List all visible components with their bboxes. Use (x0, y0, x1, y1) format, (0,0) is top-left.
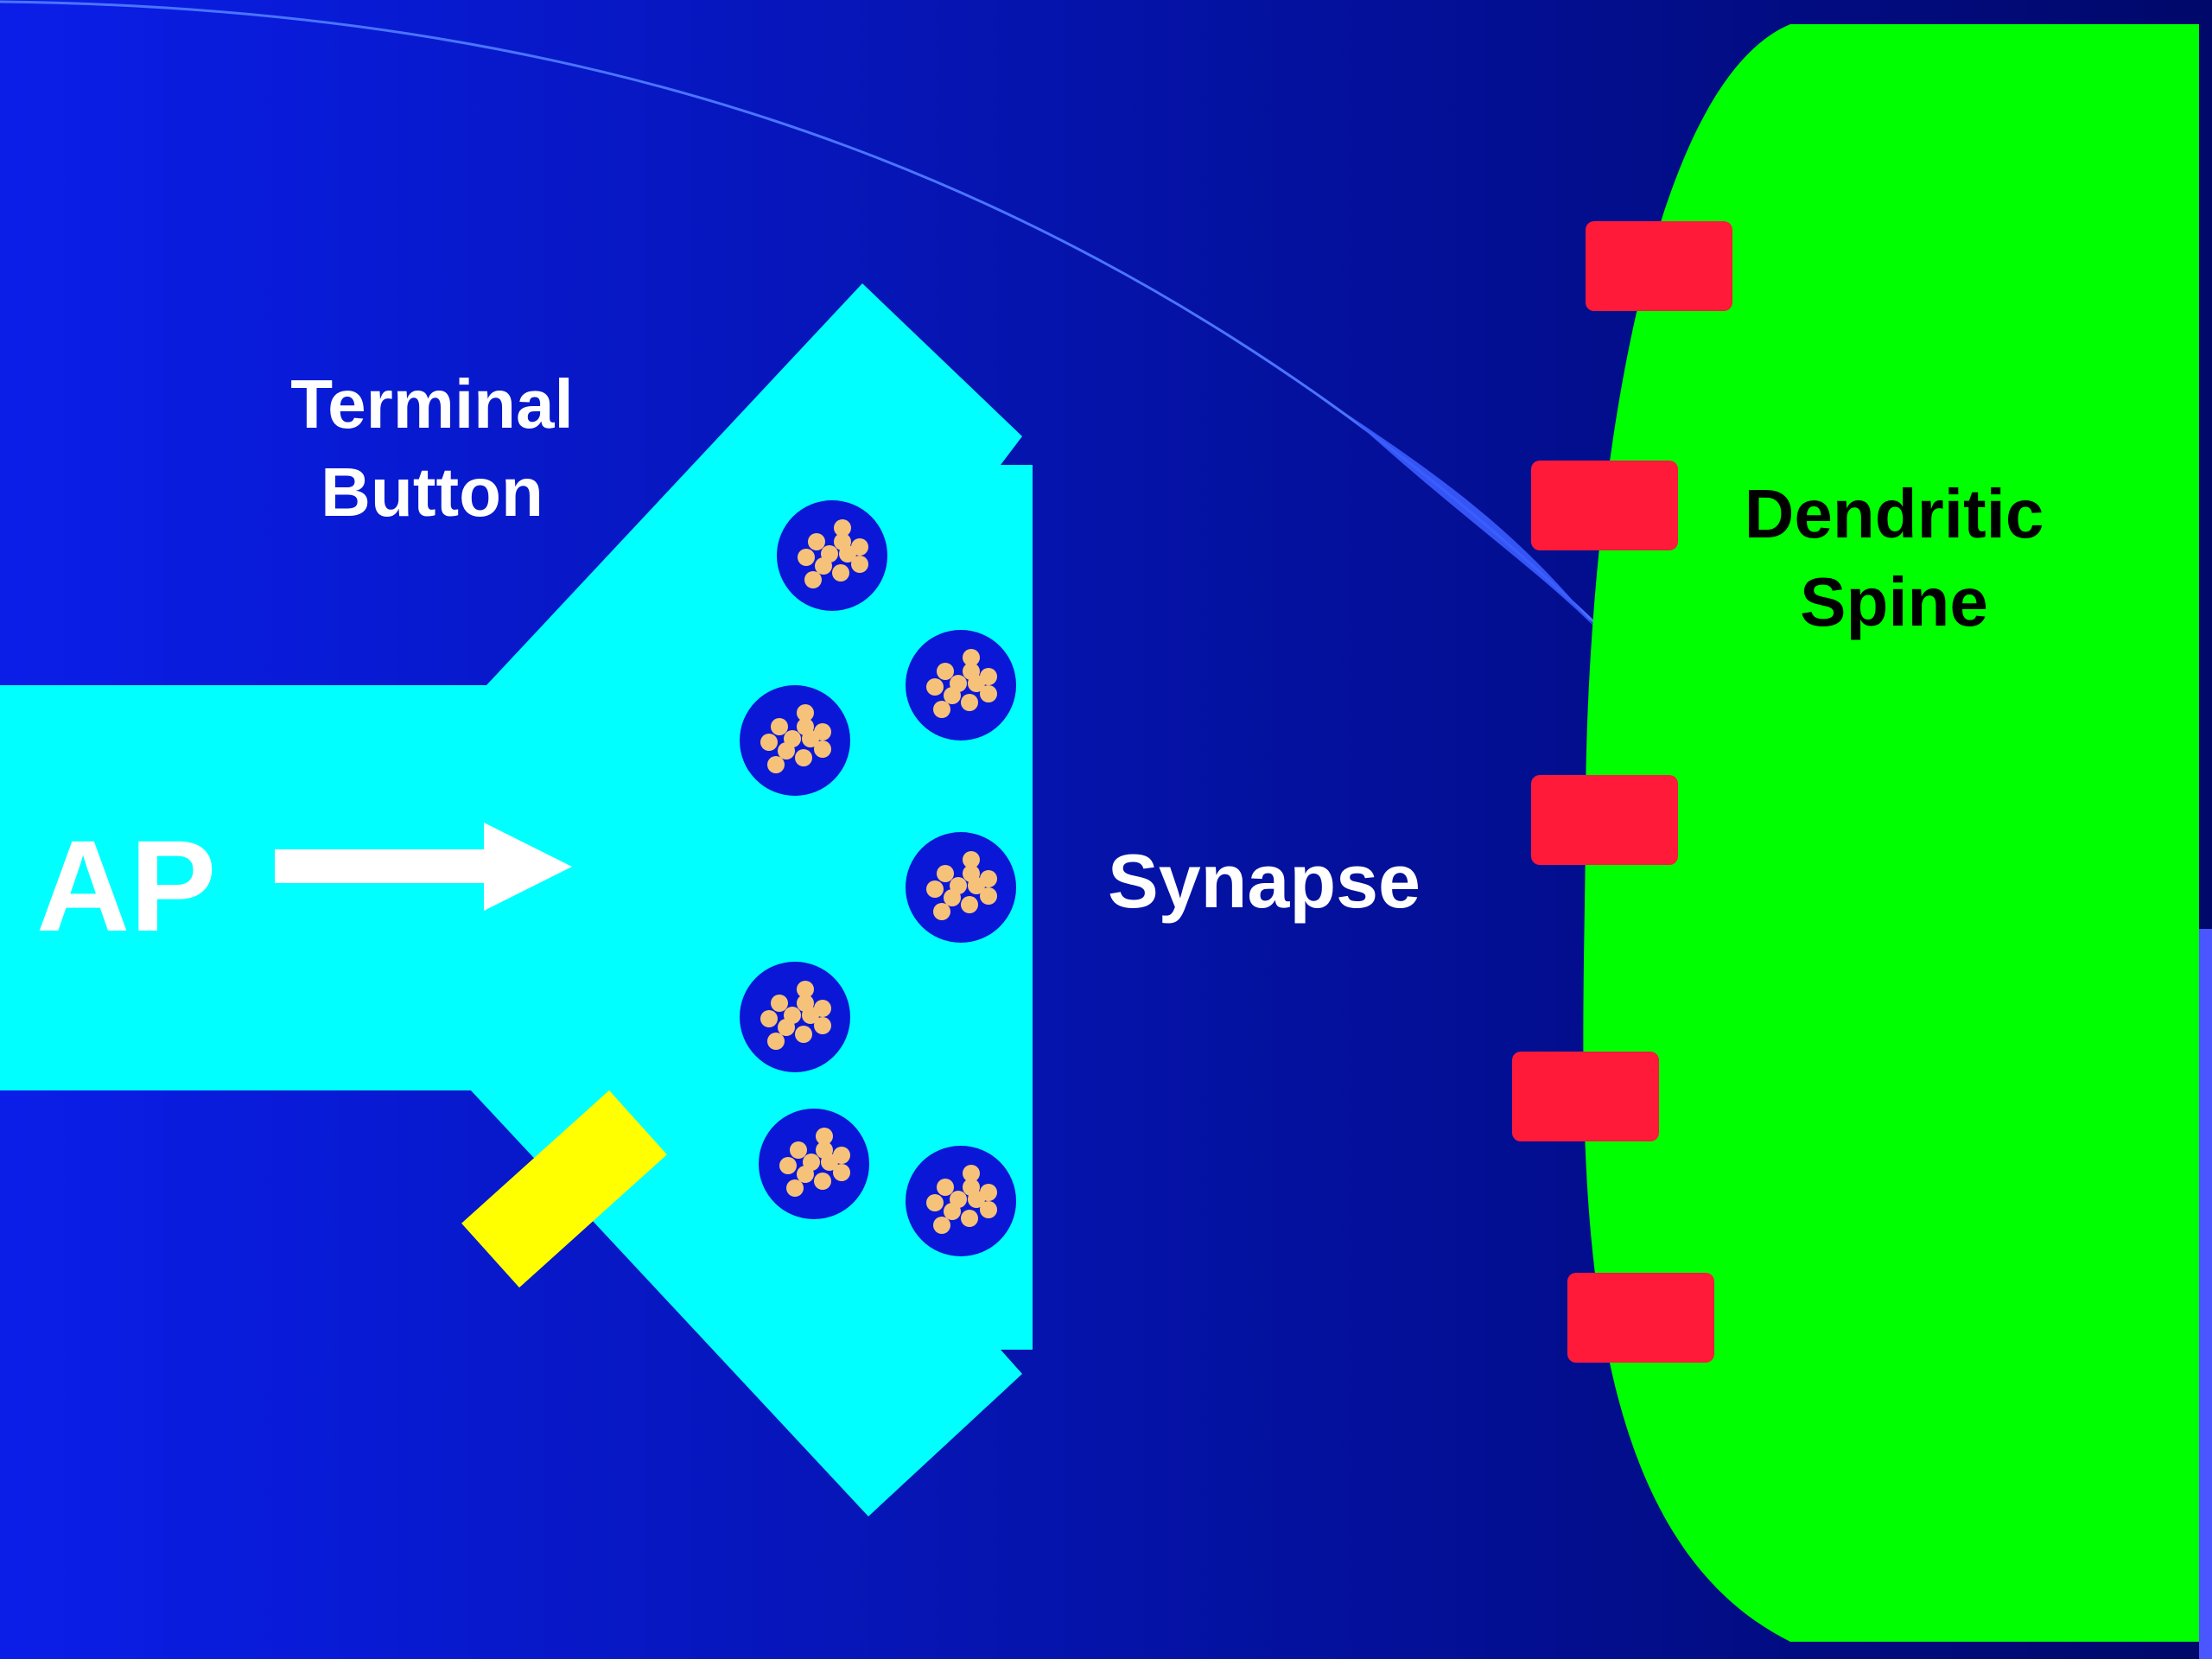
receptor (1567, 1273, 1714, 1363)
neurotransmitter-dot (980, 1201, 997, 1218)
neurotransmitter-dot (808, 533, 825, 550)
neurotransmitter-dot (937, 663, 954, 680)
neurotransmitter-dot (961, 1210, 978, 1227)
vesicle (906, 832, 1016, 943)
neurotransmitter-dot (961, 896, 978, 913)
neurotransmitter-dot (760, 734, 778, 751)
neurotransmitter-dot (760, 1010, 778, 1027)
neurotransmitter-dot (944, 1203, 961, 1220)
terminal-button-label: Terminal Button (259, 370, 605, 527)
neurotransmitter-dot (816, 1128, 833, 1145)
neurotransmitter-dot (963, 851, 980, 868)
terminal-button (0, 283, 1033, 1516)
receptor (1512, 1052, 1659, 1141)
neurotransmitter-dot (802, 730, 819, 747)
neurotransmitter-dot (802, 1007, 819, 1024)
vesicle (740, 685, 850, 796)
neurotransmitter-dot (963, 1165, 980, 1182)
dendritic-spine (1583, 24, 2199, 1642)
terminal-label-line2: Button (321, 454, 543, 531)
neurotransmitter-dot (814, 741, 831, 758)
neurotransmitter-dot (821, 1154, 838, 1171)
neurotransmitter-dot (778, 1019, 795, 1036)
vesicle (759, 1109, 869, 1219)
neurotransmitter-dot (980, 887, 997, 905)
dendritic-label-line1: Dendritic (1744, 475, 2044, 552)
vesicle (777, 500, 887, 611)
neurotransmitter-dot (944, 687, 961, 704)
neurotransmitter-dot (968, 877, 985, 894)
neurotransmitter-dot (963, 649, 980, 666)
neurotransmitter-dot (926, 678, 944, 696)
neurotransmitter-dot (851, 556, 868, 573)
neurotransmitter-dot (968, 675, 985, 692)
neurotransmitter-dot (832, 564, 849, 582)
neurotransmitter-dot (797, 1166, 814, 1183)
neurotransmitter-dot (937, 1179, 954, 1196)
dendritic-label-line2: Spine (1800, 563, 1988, 640)
neurotransmitter-dot (815, 557, 832, 575)
neurotransmitter-dot (771, 718, 788, 735)
neurotransmitter-dot (961, 694, 978, 711)
neurotransmitter-dot (786, 1179, 804, 1197)
neurotransmitter-dot (980, 685, 997, 702)
neurotransmitter-dot (926, 880, 944, 898)
neurotransmitter-dot (834, 519, 851, 537)
vesicle-group (740, 500, 1016, 1256)
neurotransmitter-dot (804, 571, 822, 588)
neurotransmitter-dot (767, 1033, 785, 1050)
neurotransmitter-dot (933, 701, 950, 718)
neurotransmitter-dot (790, 1141, 807, 1159)
neurotransmitter-dot (968, 1191, 985, 1208)
neurotransmitter-dot (933, 903, 950, 920)
arrow-right-icon (275, 823, 572, 911)
receptor (1531, 461, 1678, 550)
neurotransmitter-dot (795, 1026, 812, 1043)
neurotransmitter-dot (797, 704, 814, 721)
neurotransmitter-dot (797, 981, 814, 998)
dendritic-spine-label: Dendritic Spine (1721, 480, 2067, 637)
neurotransmitter-dot (937, 865, 954, 882)
neurotransmitter-dot (798, 549, 815, 566)
terminal-label-line1: Terminal (290, 365, 574, 442)
neurotransmitter-dot (839, 545, 856, 563)
vesicle (906, 630, 1016, 741)
neurotransmitter-dot (814, 1173, 831, 1190)
neurotransmitter-dot (778, 742, 795, 760)
ap-label: AP (36, 813, 217, 958)
neurotransmitter-dot (767, 756, 785, 773)
receptor (1586, 221, 1732, 311)
ion-channel (461, 1090, 667, 1288)
neurotransmitter-dot (833, 1164, 850, 1181)
vesicle (906, 1146, 1016, 1256)
receptor-group (1512, 221, 1732, 1363)
neurotransmitter-dot (814, 1017, 831, 1034)
neurotransmitter-dot (771, 995, 788, 1012)
neurotransmitter-dot (933, 1217, 950, 1234)
vesicle (740, 962, 850, 1072)
receptor (1531, 775, 1678, 865)
neurotransmitter-dot (779, 1157, 797, 1174)
synapse-label: Synapse (1108, 838, 1421, 924)
decorative-swoosh-tail (1348, 415, 1599, 631)
neurotransmitter-dot (795, 749, 812, 766)
spine-edge (2199, 929, 2212, 1659)
neurotransmitter-dot (944, 889, 961, 906)
neurotransmitter-dot (926, 1194, 944, 1211)
